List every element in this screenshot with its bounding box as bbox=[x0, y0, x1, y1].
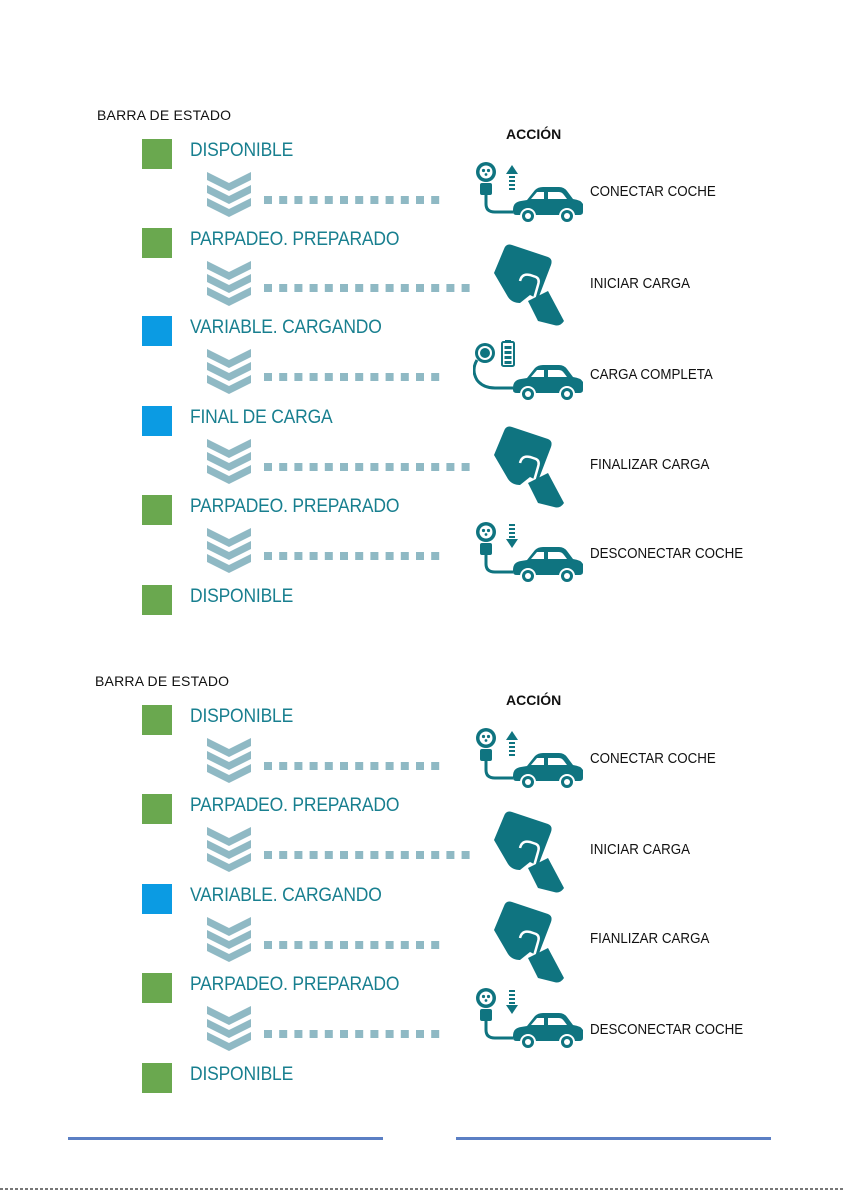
state-color-square bbox=[142, 973, 172, 1003]
state-label: PARPADEO. PREPARADO bbox=[190, 229, 400, 250]
plug-in-car-icon bbox=[476, 162, 583, 224]
state-label: DISPONIBLE bbox=[190, 140, 294, 161]
state-row: VARIABLE. CARGANDO bbox=[142, 884, 442, 914]
dotted-connector bbox=[264, 373, 440, 381]
state-color-square bbox=[142, 1063, 172, 1093]
down-chevrons-icon bbox=[207, 1006, 251, 1051]
down-chevrons-icon bbox=[207, 528, 251, 573]
down-chevrons-icon bbox=[207, 917, 251, 962]
down-chevrons-icon bbox=[207, 261, 251, 306]
action-label: DESCONECTAR COCHE bbox=[590, 1022, 744, 1038]
state-row: PARPADEO. PREPARADO bbox=[142, 973, 442, 1003]
state-row: PARPADEO. PREPARADO bbox=[142, 794, 442, 824]
plug-out-car-icon bbox=[476, 988, 583, 1050]
state-color-square bbox=[142, 406, 172, 436]
state-label: FINAL DE CARGA bbox=[190, 407, 333, 428]
dotted-connector bbox=[264, 284, 470, 292]
state-label: DISPONIBLE bbox=[190, 586, 294, 607]
action-label: INICIAR CARGA bbox=[590, 842, 691, 858]
action-label: FINALIZAR CARGA bbox=[590, 457, 710, 473]
dotted-connector bbox=[264, 941, 440, 949]
plug-in-car-icon bbox=[476, 728, 583, 790]
state-color-square bbox=[142, 585, 172, 615]
state-label: DISPONIBLE bbox=[190, 706, 294, 727]
dotted-connector bbox=[264, 552, 440, 560]
state-label: PARPADEO. PREPARADO bbox=[190, 795, 400, 816]
down-chevrons-icon bbox=[207, 439, 251, 484]
state-label: PARPADEO. PREPARADO bbox=[190, 496, 400, 517]
card-hand-icon bbox=[494, 244, 564, 326]
action-label: CARGA COMPLETA bbox=[590, 367, 713, 383]
state-label: VARIABLE. CARGANDO bbox=[190, 317, 382, 338]
down-chevrons-icon bbox=[207, 349, 251, 394]
state-row: DISPONIBLE bbox=[142, 705, 442, 735]
state-color-square bbox=[142, 228, 172, 258]
action-label: INICIAR CARGA bbox=[590, 276, 691, 292]
footer-rule-right bbox=[456, 1137, 771, 1140]
dotted-connector bbox=[264, 463, 470, 471]
state-row: PARPADEO. PREPARADO bbox=[142, 495, 442, 525]
state-row: DISPONIBLE bbox=[142, 139, 442, 169]
dotted-connector bbox=[264, 762, 440, 770]
plug-out-car-icon bbox=[476, 522, 583, 584]
dotted-connector bbox=[264, 1030, 440, 1038]
battery-full-car-icon bbox=[473, 340, 583, 402]
state-row: PARPADEO. PREPARADO bbox=[142, 228, 442, 258]
dotted-connector bbox=[264, 851, 470, 859]
state-color-square bbox=[142, 794, 172, 824]
state-row: DISPONIBLE bbox=[142, 585, 442, 615]
action-label: CONECTAR COCHE bbox=[590, 751, 716, 767]
state-label: DISPONIBLE bbox=[190, 1064, 294, 1085]
card-hand-icon bbox=[494, 426, 564, 508]
action-label: DESCONECTAR COCHE bbox=[590, 546, 744, 562]
state-label: VARIABLE. CARGANDO bbox=[190, 885, 382, 906]
state-label: PARPADEO. PREPARADO bbox=[190, 974, 400, 995]
page-edge-dashes bbox=[0, 1188, 843, 1190]
state-color-square bbox=[142, 495, 172, 525]
dotted-connector bbox=[264, 196, 440, 204]
footer-rule-left bbox=[68, 1137, 383, 1140]
down-chevrons-icon bbox=[207, 172, 251, 217]
state-row: VARIABLE. CARGANDO bbox=[142, 316, 442, 346]
state-color-square bbox=[142, 316, 172, 346]
status-bar-title: BARRA DE ESTADO bbox=[95, 673, 230, 689]
action-header: ACCIÓN bbox=[506, 126, 562, 142]
state-color-square bbox=[142, 884, 172, 914]
card-hand-icon bbox=[494, 811, 564, 893]
down-chevrons-icon bbox=[207, 738, 251, 783]
action-label: CONECTAR COCHE bbox=[590, 184, 716, 200]
state-row: DISPONIBLE bbox=[142, 1063, 442, 1093]
down-chevrons-icon bbox=[207, 827, 251, 872]
action-header: ACCIÓN bbox=[506, 692, 562, 708]
state-row: FINAL DE CARGA bbox=[142, 406, 442, 436]
status-bar-title: BARRA DE ESTADO bbox=[97, 107, 232, 123]
state-color-square bbox=[142, 705, 172, 735]
card-hand-icon bbox=[494, 901, 564, 983]
action-label: FIANLIZAR CARGA bbox=[590, 931, 710, 947]
state-color-square bbox=[142, 139, 172, 169]
